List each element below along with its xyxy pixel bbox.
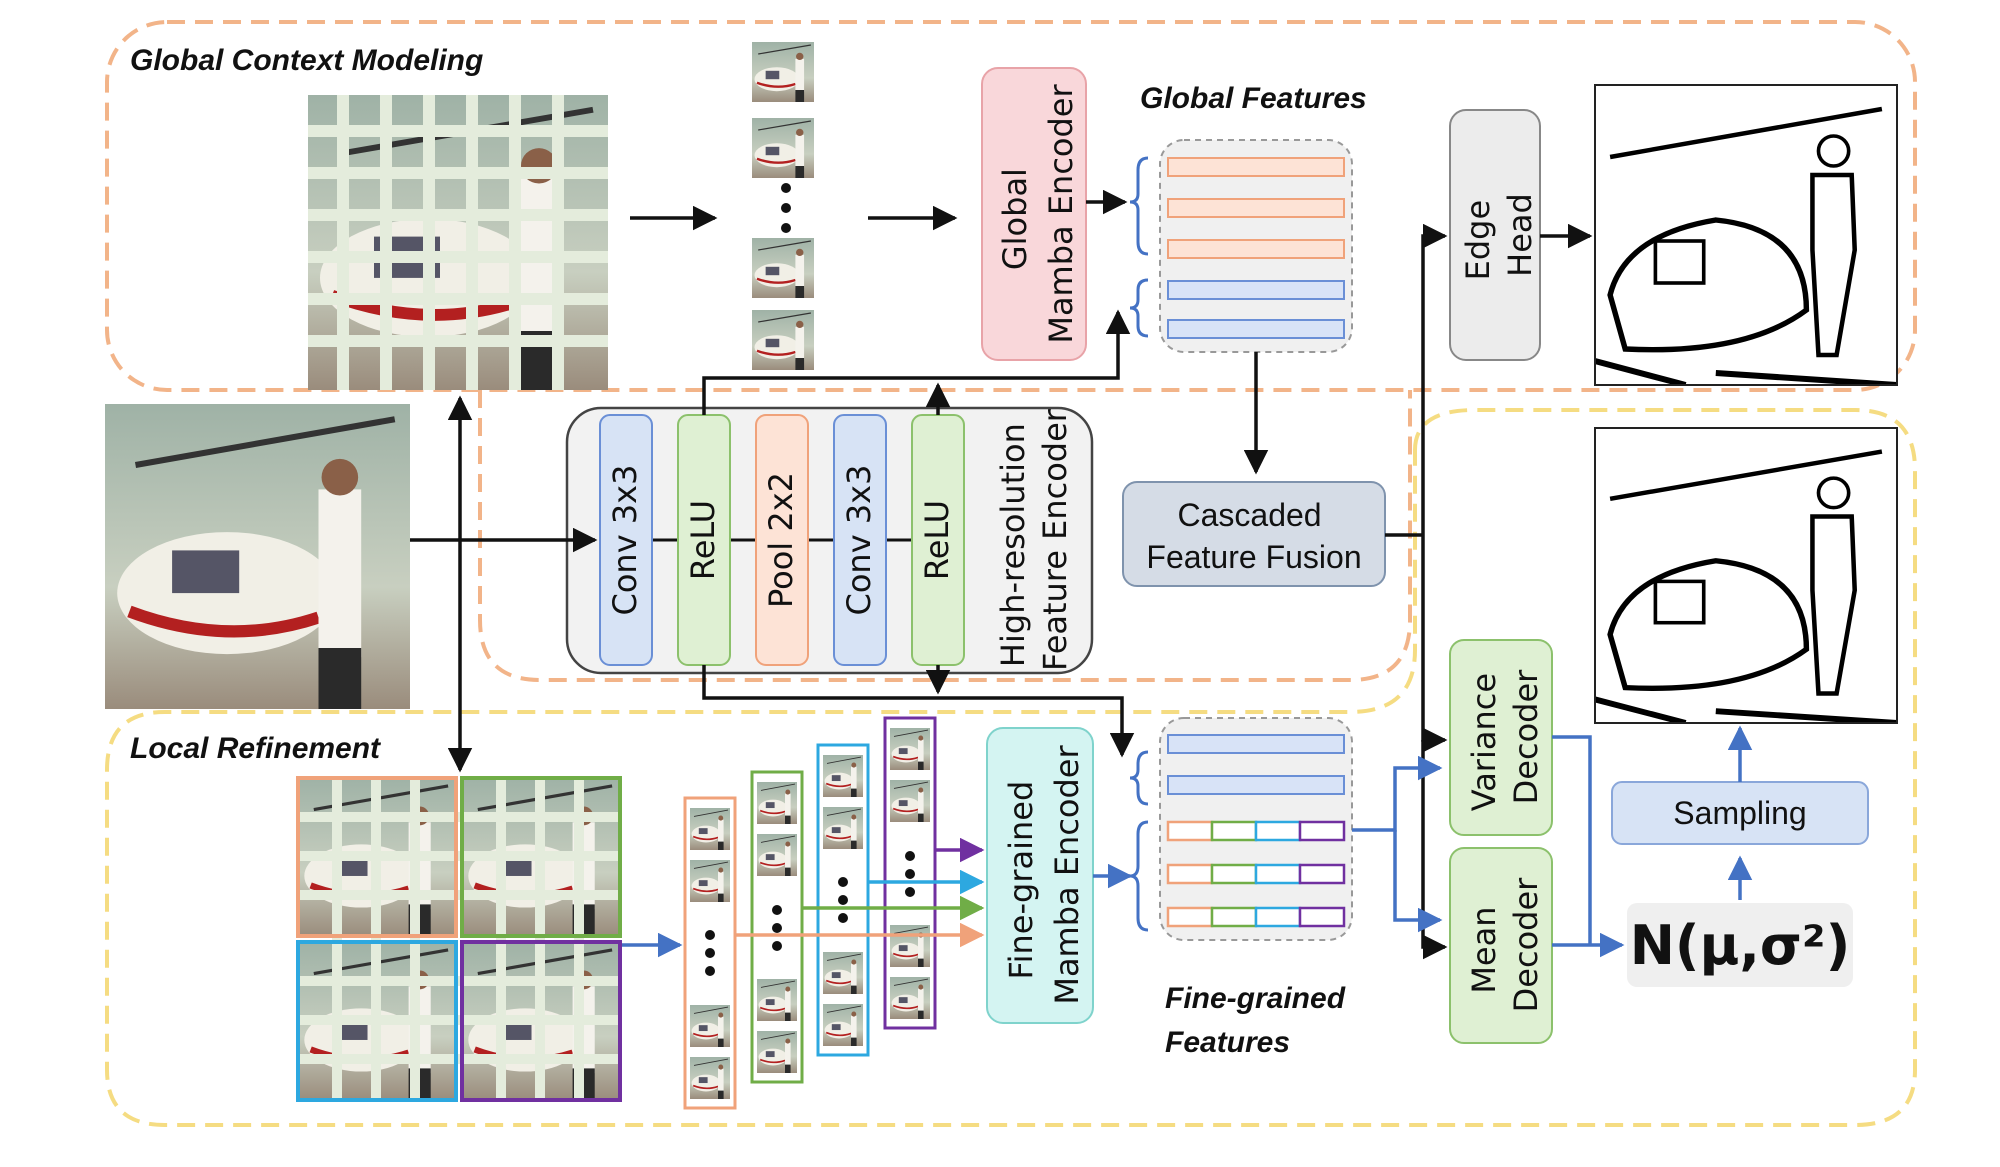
svg-text:Fine-grained Features: Fine-grained Features xyxy=(1165,982,1353,1059)
arrow-relu1-to-fine-features xyxy=(702,665,1135,758)
arrow-fine-features-to-mean xyxy=(1393,830,1443,933)
conv2-label: Conv 3x3 xyxy=(840,465,878,616)
local-token-strip-cyan xyxy=(816,743,870,1057)
distribution-label: N(μ,σ²) xyxy=(1630,914,1851,977)
local-region xyxy=(105,408,1917,1127)
global-encoder-label-2: Mamba Encoder xyxy=(1042,84,1080,344)
edge-head-label-2: Head xyxy=(1501,193,1539,277)
global-token-sequence xyxy=(752,42,814,370)
svg-text:Variance Decoder: Variance Decoder xyxy=(1465,663,1545,811)
fine-features-stack xyxy=(1159,717,1353,941)
distribution-box xyxy=(1627,903,1853,987)
fine-features-title-1: Fine-grained xyxy=(1165,982,1346,1015)
global-patch-grid xyxy=(308,95,608,390)
global-features-stack xyxy=(1159,139,1353,353)
local-token-strip-green xyxy=(750,770,804,1084)
svg-text:High-resolution Feature En: High-resolution Feature Encoder xyxy=(994,408,1074,671)
arrow-variance-to-distribution xyxy=(1552,735,1592,945)
arrow-fusion-to-variance xyxy=(1421,535,1448,753)
svg-text:Mean Decoder: Mean Decoder xyxy=(1465,877,1545,1013)
global-mamba-encoder xyxy=(981,67,1087,361)
variance-decoder-label-1: Variance xyxy=(1465,673,1503,811)
conv2-block xyxy=(833,414,887,666)
pool-label: Pool 2x2 xyxy=(762,472,800,608)
mean-decoder-label-2: Decoder xyxy=(1507,877,1545,1013)
relu1-label: ReLU xyxy=(684,500,722,580)
local-region-title: Local Refinement xyxy=(130,732,382,765)
conv1-block xyxy=(599,414,653,666)
arrow-relu1-to-global-features xyxy=(702,309,1131,415)
conv1-label: Conv 3x3 xyxy=(606,465,644,616)
svg-text:Fine-grained Mamba Encoder: Fine-grained Mamba Encoder xyxy=(1002,745,1086,1005)
arrow-fine-features-to-variance xyxy=(1352,755,1443,832)
global-features-title: Global Features xyxy=(1140,82,1367,115)
hr-encoder-label-1: High-resolution xyxy=(994,423,1032,667)
sampling-label: Sampling xyxy=(1673,795,1806,831)
edge-output-image xyxy=(1595,85,1897,385)
local-token-strip-purple xyxy=(883,716,937,1030)
global-encoder-label-1: Global xyxy=(996,168,1034,270)
mean-decoder-label-1: Mean xyxy=(1465,906,1503,993)
fine-encoder-label-1: Fine-grained xyxy=(1002,781,1040,980)
fusion-label-1: Cascaded xyxy=(1178,497,1322,533)
final-edge-output-image xyxy=(1595,428,1897,723)
variance-decoder-label-2: Decoder xyxy=(1507,669,1545,805)
fine-features-title-2: Features xyxy=(1165,1026,1290,1059)
local-token-strip-orange xyxy=(683,796,737,1110)
input-image xyxy=(105,404,410,709)
edge-head-label-1: Edge xyxy=(1459,200,1497,281)
arrow-fusion-to-mean xyxy=(1421,740,1448,960)
global-region xyxy=(105,20,1917,392)
svg-text:Edge Head: Edge Head xyxy=(1459,190,1539,281)
local-patch-quadrants xyxy=(296,776,622,1102)
global-region-title: Global Context Modeling xyxy=(130,44,483,77)
svg-text:Cascaded Feature Fusion: Cascaded Feature Fusion xyxy=(1146,497,1361,575)
svg-text:Global Mamba Encoder: Global Mamba Encoder xyxy=(996,84,1080,344)
arrow-fusion-to-edgehead xyxy=(1421,223,1448,535)
fine-encoder-label-2: Mamba Encoder xyxy=(1048,745,1086,1005)
relu2-label: ReLU xyxy=(918,500,956,580)
hr-encoder-label-2: Feature Encoder xyxy=(1036,408,1074,671)
fusion-label-2: Feature Fusion xyxy=(1146,539,1361,575)
pool-block xyxy=(755,414,809,666)
